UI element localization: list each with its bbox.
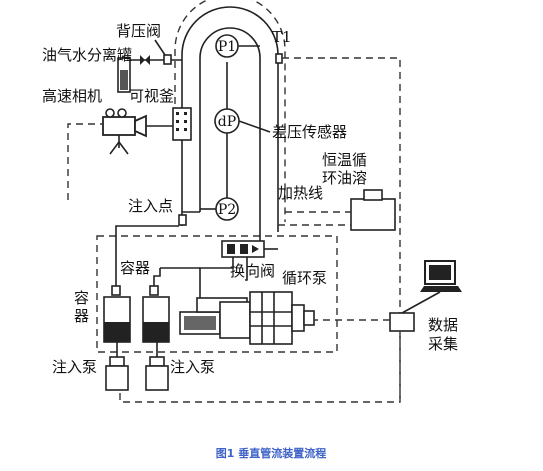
injection-pump-right — [145, 356, 169, 391]
sight-glass-label: 可视釜 — [129, 87, 174, 105]
data-acquisition-unit — [389, 312, 415, 332]
thermostat-bath — [350, 189, 396, 231]
lower-enclosure — [96, 235, 338, 353]
pressure-gauge-p2: P2 — [215, 197, 239, 221]
back-pressure-valve-label: 背压阀 — [116, 22, 161, 40]
container-left-label-2: 器 — [74, 307, 89, 325]
dp-label: dP — [218, 114, 236, 130]
circulation-pump — [179, 291, 315, 345]
t1-label: T1 — [272, 28, 292, 46]
camera-label: 高速相机 — [42, 87, 102, 105]
container-left-label-1: 容 — [74, 289, 89, 307]
circulation-pump-label: 循环泵 — [282, 269, 327, 287]
p1-label: P1 — [218, 39, 236, 55]
injection-pump-right-label: 注入泵 — [170, 358, 215, 376]
container-left — [103, 285, 131, 343]
thermostat-bath-label-2: 环油溶 — [322, 169, 367, 187]
p2-label: P2 — [218, 202, 236, 218]
pressure-gauge-p1: P1 — [215, 34, 239, 58]
t1-sensor — [275, 53, 283, 64]
injection-feed-line — [115, 225, 179, 286]
container-right-label: 容器 — [120, 259, 150, 277]
separator-tank-label: 油气水分离罐 — [42, 46, 132, 64]
camera-icon — [102, 108, 147, 155]
dp-sensor-leader — [238, 120, 271, 133]
data-acquisition-label-2: 采集 — [428, 335, 458, 353]
t1-signal-line — [119, 57, 401, 403]
injection-point — [178, 214, 187, 226]
heating-line-label: 加热线 — [278, 184, 323, 202]
data-acquisition-label-1: 数据 — [428, 316, 458, 334]
computer-monitor-icon — [420, 260, 462, 292]
dp-sensor-label: 差压传感器 — [272, 123, 347, 141]
reversing-valve-label: 换向阀 — [230, 262, 275, 280]
injection-point-label: 注入点 — [128, 197, 173, 215]
reversing-valve — [221, 240, 265, 258]
camera-signal-line — [67, 123, 103, 200]
sight-glass — [172, 107, 192, 141]
injection-pump-left — [105, 356, 129, 391]
figure-caption: 图1 垂直管流装置流程 — [216, 446, 326, 460]
differential-gauge-dp: dP — [214, 108, 240, 134]
back-pressure-valve — [125, 54, 182, 65]
heating-jacket — [174, 0, 286, 222]
thermostat-bath-label-1: 恒温循 — [322, 151, 367, 169]
container-right — [142, 285, 170, 343]
injection-pump-left-label: 注入泵 — [52, 358, 97, 376]
